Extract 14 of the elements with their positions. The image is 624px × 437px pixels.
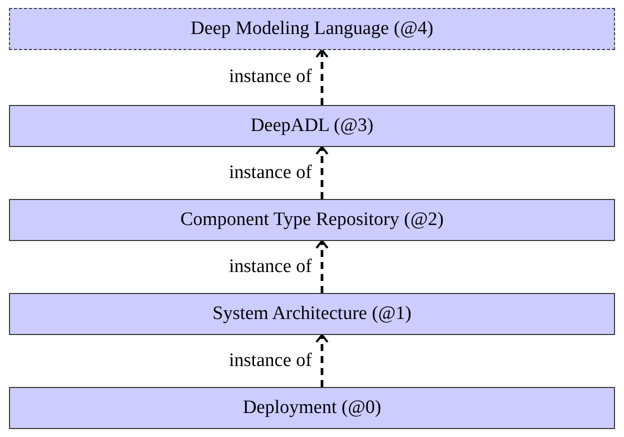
level-box <box>9 293 615 335</box>
level-box <box>9 199 615 241</box>
dashed-arrow <box>315 334 329 387</box>
level-label: DeepADL (@3) <box>250 115 374 137</box>
dashed-arrow <box>315 146 329 199</box>
level-label: System Architecture (@1) <box>212 303 412 325</box>
dashed-arrow <box>315 48 329 105</box>
level-box <box>9 8 615 50</box>
level-box <box>9 105 615 147</box>
level-box <box>9 387 615 429</box>
level-label: Component Type Repository (@2) <box>180 209 444 231</box>
level-label: Deep Modeling Language (@4) <box>190 18 434 40</box>
dashed-arrow <box>315 240 329 293</box>
level-label: Deployment (@0) <box>242 397 382 419</box>
